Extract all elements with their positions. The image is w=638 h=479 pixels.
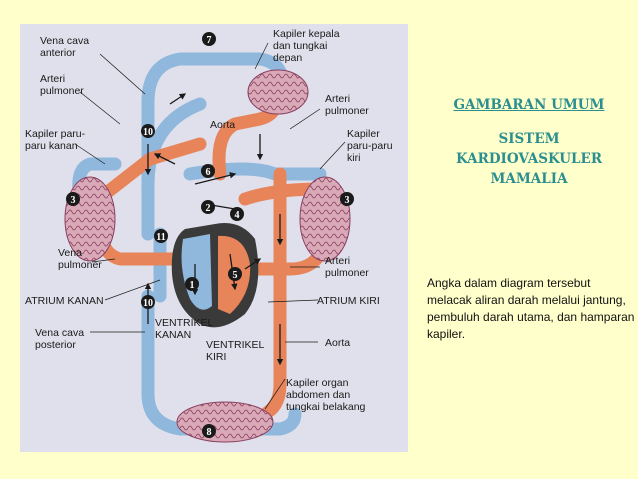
- label-vena-cava-anterior: Vena cava: [40, 35, 89, 47]
- marker-9: 10: [141, 124, 155, 138]
- title-mamalia: MAMALIA: [490, 171, 568, 187]
- label-aorta-top: Aorta: [210, 119, 235, 131]
- labels-left: Vena cava anterior Arteri pulmoner Kapil…: [25, 35, 265, 363]
- svg-text:paru-paru: paru-paru: [347, 140, 393, 152]
- svg-text:4: 4: [235, 210, 240, 221]
- label-kapiler-organ: Kapiler organ: [286, 377, 349, 389]
- title-gambaran-umum: GAMBARAN UMUM: [453, 97, 605, 113]
- svg-text:pulmoner: pulmoner: [325, 105, 369, 117]
- marker-5: 5: [228, 267, 242, 281]
- svg-text:8: 8: [207, 427, 212, 438]
- svg-text:6: 6: [206, 167, 211, 178]
- svg-text:pulmoner: pulmoner: [325, 267, 369, 279]
- label-vena-pulmoner-left: Vena: [58, 247, 82, 259]
- svg-text:7: 7: [207, 35, 212, 46]
- marker-11: 11: [154, 229, 168, 243]
- svg-text:anterior: anterior: [40, 47, 76, 59]
- label-vena-cava-posterior: Vena cava: [35, 327, 84, 339]
- label-arteri-pulmoner-left: Arteri: [40, 73, 65, 85]
- svg-text:posterior: posterior: [35, 339, 76, 351]
- label-kapiler-kepala: Kapiler kepala: [273, 28, 340, 40]
- title-kardiovaskuler: KARDIOVASKULER: [455, 151, 603, 167]
- svg-text:abdomen dan: abdomen dan: [286, 389, 350, 401]
- marker-4: 4: [230, 207, 244, 221]
- leader-lines: [74, 42, 346, 410]
- label-arteri-pulmoner-lower: Arteri: [325, 255, 350, 267]
- heart: [171, 223, 259, 328]
- description-text: Angka dalam diagram tersebut melacak ali…: [427, 276, 635, 341]
- svg-text:1: 1: [190, 280, 195, 291]
- label-kapiler-paru-kanan: Kapiler paru-: [25, 128, 86, 140]
- svg-text:3: 3: [71, 195, 76, 206]
- svg-text:11: 11: [156, 232, 165, 243]
- marker-7: 7: [202, 32, 216, 46]
- svg-text:10: 10: [143, 298, 153, 309]
- label-atrium-kiri: ATRIUM KIRI: [317, 295, 380, 307]
- svg-text:depan: depan: [273, 52, 302, 64]
- svg-text:kiri: kiri: [347, 152, 360, 164]
- svg-text:2: 2: [206, 203, 211, 214]
- label-kapiler-paru-kiri: Kapiler: [347, 128, 380, 140]
- svg-text:tungkai belakang: tungkai belakang: [286, 401, 366, 413]
- svg-text:10: 10: [143, 127, 153, 138]
- marker-1: 1: [185, 277, 199, 291]
- svg-text:3: 3: [345, 195, 350, 206]
- marker-10: 10: [141, 295, 155, 309]
- label-arteri-pulmoner-right: Arteri: [325, 93, 350, 105]
- slide-title: GAMBARAN UMUM SISTEM KARDIOVASKULER MAMA…: [420, 95, 638, 189]
- marker-3-right: 3: [340, 192, 354, 206]
- diagram-svg: 7 10 6 2 4 3 3 11 5 1 10 8 Vena cava ant…: [25, 28, 393, 443]
- step-markers: 7 10 6 2 4 3 3 11 5 1 10 8: [66, 32, 354, 438]
- marker-2: 2: [201, 200, 215, 214]
- label-ventrikel-kiri: VENTRIKEL: [206, 339, 265, 351]
- marker-8: 8: [202, 424, 216, 438]
- title-sistem: SISTEM: [498, 131, 560, 147]
- labels-right: Aorta Kapiler kepala dan tungkai depan A…: [210, 28, 393, 413]
- svg-text:KANAN: KANAN: [155, 329, 191, 341]
- label-aorta-bottom: Aorta: [325, 337, 350, 349]
- circulatory-diagram: 7 10 6 2 4 3 3 11 5 1 10 8 Vena cava ant…: [20, 24, 408, 452]
- svg-text:5: 5: [233, 270, 238, 281]
- svg-text:KIRI: KIRI: [206, 351, 226, 363]
- svg-text:pulmoner: pulmoner: [58, 259, 102, 271]
- label-ventrikel-kanan: VENTRIKEL: [155, 317, 214, 329]
- label-atrium-kanan: ATRIUM KANAN: [25, 295, 104, 307]
- marker-3-left: 3: [66, 192, 80, 206]
- marker-6: 6: [201, 164, 215, 178]
- svg-text:paru kanan: paru kanan: [25, 140, 78, 152]
- svg-text:pulmoner: pulmoner: [40, 85, 84, 97]
- svg-text:dan tungkai: dan tungkai: [273, 40, 327, 52]
